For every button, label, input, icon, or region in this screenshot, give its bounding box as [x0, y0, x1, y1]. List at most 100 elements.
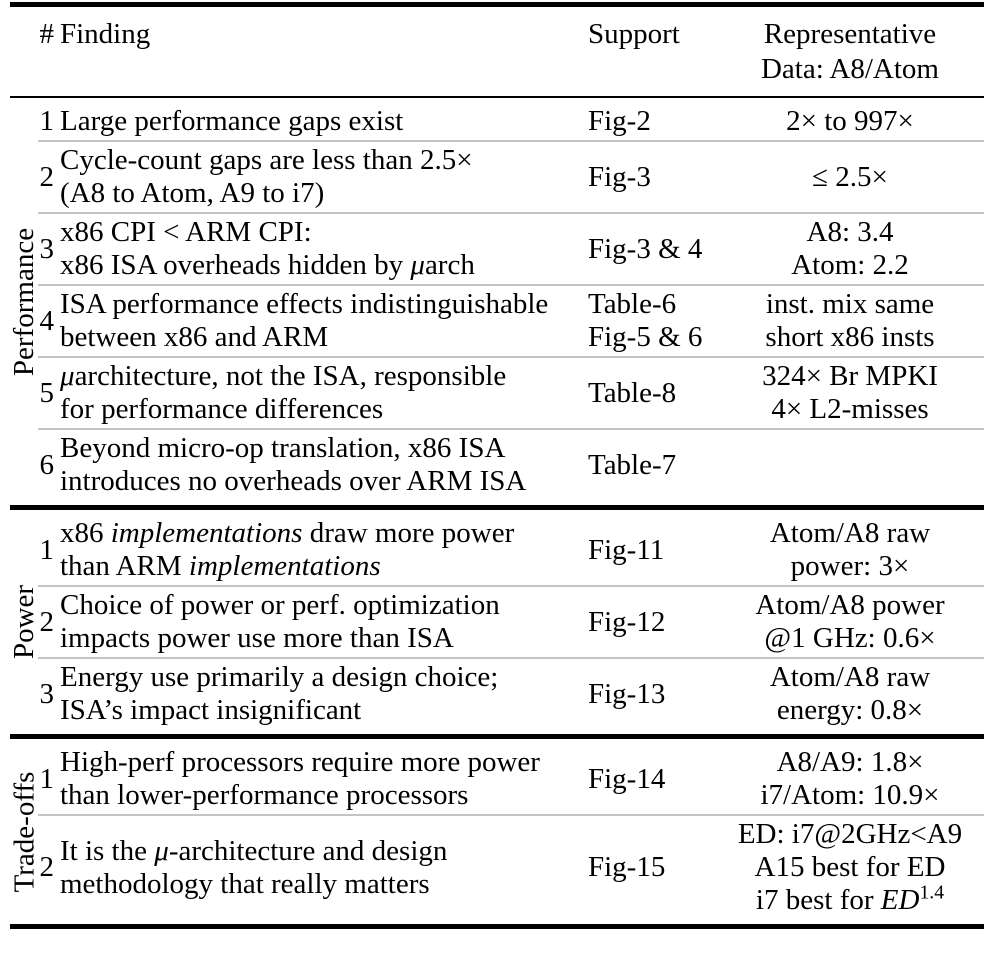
- representative-data-cell: A8/A9: 1.8× i7/Atom: 10.9×: [698, 746, 984, 812]
- finding-cell: μarchitecture, not the ISA, responsible …: [54, 360, 586, 426]
- section-separator-rule: [10, 734, 984, 739]
- mu-symbol: μ: [154, 834, 169, 867]
- section-label-performance: Performance: [8, 98, 40, 505]
- finding-line: Large performance gaps exist: [60, 105, 404, 137]
- finding-cell: Energy use primarily a design choice; IS…: [54, 661, 586, 727]
- finding-line: x86 ISA overheads hidden by μarch: [60, 249, 475, 281]
- finding-cell: Cycle-count gaps are less than 2.5× (A8 …: [54, 144, 586, 210]
- support-cell: Fig-11: [586, 534, 698, 567]
- finding-line: μarchitecture, not the ISA, responsible: [60, 360, 507, 392]
- exponent: 1.4: [919, 881, 945, 904]
- rep-data-line: power: 3×: [790, 550, 910, 582]
- finding-cell: x86 implementations draw more power than…: [54, 517, 586, 583]
- finding-cell: x86 CPI < ARM CPI: x86 ISA overheads hid…: [54, 216, 586, 282]
- table-row: 2 It is the μ-architecture and design me…: [38, 814, 984, 919]
- finding-number: 4: [39, 304, 55, 337]
- finding-line: x86 CPI < ARM CPI:: [60, 216, 312, 248]
- table-row: 5 μarchitecture, not the ISA, responsibl…: [38, 356, 984, 428]
- finding-line: impacts power use more than ISA: [60, 622, 454, 654]
- rep-data-line: i7 best for ED1.4: [755, 881, 945, 916]
- finding-number: 3: [39, 232, 55, 265]
- rep-data-line: Atom: 2.2: [791, 249, 909, 281]
- section-power: Power 1 x86 implementations draw more po…: [8, 510, 984, 734]
- support-cell: Fig-3: [586, 161, 698, 194]
- table-row: 2 Cycle-count gaps are less than 2.5× (A…: [38, 140, 984, 212]
- rep-data-line: ≤ 2.5×: [812, 160, 888, 193]
- rep-data-line: 2× to 997×: [786, 105, 914, 137]
- finding-line: High-perf processors require more power: [60, 746, 540, 778]
- support-cell: Table-7: [586, 449, 698, 482]
- finding-cell: Beyond micro-op translation, x86 ISA int…: [54, 432, 586, 498]
- finding-number: 5: [39, 376, 55, 409]
- section-label-power: Power: [8, 510, 41, 734]
- support-ref: Fig-14: [588, 762, 666, 795]
- finding-line: Cycle-count gaps are less than 2.5×: [60, 144, 473, 176]
- finding-line: methodology that really matters: [60, 867, 430, 900]
- table-header-row: # Finding Support Representative Data: A…: [10, 7, 984, 96]
- section-label-tradeoffs: Trade-offs: [8, 739, 40, 924]
- section-tradeoffs: Trade-offs 1 High-perf processors requir…: [8, 739, 984, 924]
- table-row: 6 Beyond micro-op translation, x86 ISA i…: [38, 428, 984, 500]
- rep-data-line: Atom/A8 power: [755, 589, 945, 621]
- finding-number: 1: [39, 533, 55, 566]
- rep-data-line: Atom/A8 raw: [769, 661, 931, 693]
- finding-cell: Choice of power or perf. optimization im…: [54, 589, 586, 655]
- finding-line: for performance differences: [60, 393, 384, 425]
- rep-data-line: inst. mix same: [765, 288, 935, 320]
- finding-number: 2: [39, 851, 55, 883]
- finding-line: than ARM implementations: [60, 550, 381, 582]
- finding-line: Beyond micro-op translation, x86 ISA: [60, 432, 506, 464]
- finding-line: Choice of power or perf. optimization: [60, 589, 500, 621]
- col-header-representative-data: Representative Data: A8/Atom: [698, 17, 984, 87]
- finding-line: between x86 and ARM: [60, 321, 329, 353]
- section-performance: Performance 1 Large performance gaps exi…: [8, 98, 984, 505]
- table-row: 4 ISA performance effects indistinguisha…: [38, 284, 984, 356]
- support-ref: Table-7: [588, 448, 677, 481]
- finding-line: Energy use primarily a design choice;: [60, 661, 499, 693]
- representative-data-cell: Atom/A8 raw energy: 0.8×: [698, 661, 984, 727]
- finding-line: ISA performance effects indistinguishabl…: [60, 288, 549, 320]
- representative-data-cell: ED: i7@2GHz<A9 A15 best for ED i7 best f…: [698, 818, 984, 917]
- table-row: 1 x86 implementations draw more power th…: [38, 515, 984, 585]
- rep-data-line: ED: i7@2GHz<A9: [737, 818, 963, 850]
- support-cell: Fig-2: [586, 105, 698, 138]
- representative-data-cell: ≤ 2.5×: [698, 161, 984, 194]
- section-separator-rule: [10, 505, 984, 510]
- support-cell: Fig-12: [586, 606, 698, 639]
- rep-data-line: energy: 0.8×: [776, 694, 924, 726]
- col-header-support: Support: [588, 18, 680, 50]
- support-cell: Fig-3 & 4: [586, 233, 702, 266]
- section-label-text: Trade-offs: [8, 771, 40, 892]
- finding-cell: High-perf processors require more power …: [54, 746, 586, 812]
- mu-symbol: μ: [410, 249, 425, 281]
- rep-data-line: @1 GHz: 0.6×: [764, 622, 936, 654]
- emphasized-text: implementations: [188, 550, 381, 582]
- table-row: 1 Large performance gaps exist Fig-2 2× …: [38, 103, 984, 140]
- representative-data-cell: Atom/A8 raw power: 3×: [698, 517, 984, 583]
- section-label-text: Performance: [8, 227, 40, 376]
- representative-header-line2: Data: A8/Atom: [760, 53, 939, 85]
- rep-data-line: short x86 insts: [765, 321, 935, 353]
- representative-data-cell: Atom/A8 power @1 GHz: 0.6×: [698, 589, 984, 655]
- support-ref: Fig-13: [588, 677, 666, 710]
- representative-header-line1: Representative: [763, 18, 937, 50]
- representative-data-cell: 2× to 997×: [698, 105, 984, 138]
- bottom-rule: [10, 924, 984, 929]
- rep-data-line: A8/A9: 1.8×: [776, 746, 924, 778]
- emphasized-text: ED: [880, 884, 920, 916]
- section-tradeoffs-rows: 1 High-perf processors require more powe…: [38, 739, 984, 924]
- mu-symbol: μ: [60, 360, 75, 392]
- representative-data-cell: inst. mix same short x86 insts: [698, 288, 984, 354]
- finding-number: 3: [39, 677, 55, 710]
- table-row: 3 x86 CPI < ARM CPI: x86 ISA overheads h…: [38, 212, 984, 284]
- section-performance-rows: 1 Large performance gaps exist Fig-2 2× …: [38, 98, 984, 505]
- rep-data-line: A15 best for ED: [754, 851, 946, 883]
- finding-line: x86 implementations draw more power: [60, 517, 515, 549]
- finding-line: It is the μ-architecture and design: [60, 834, 448, 867]
- col-header-number: #: [39, 18, 55, 50]
- finding-cell: ISA performance effects indistinguishabl…: [54, 288, 586, 354]
- finding-number: 2: [39, 605, 55, 638]
- rep-data-line: 4× L2-misses: [771, 393, 929, 425]
- section-label-text: Power: [8, 584, 41, 660]
